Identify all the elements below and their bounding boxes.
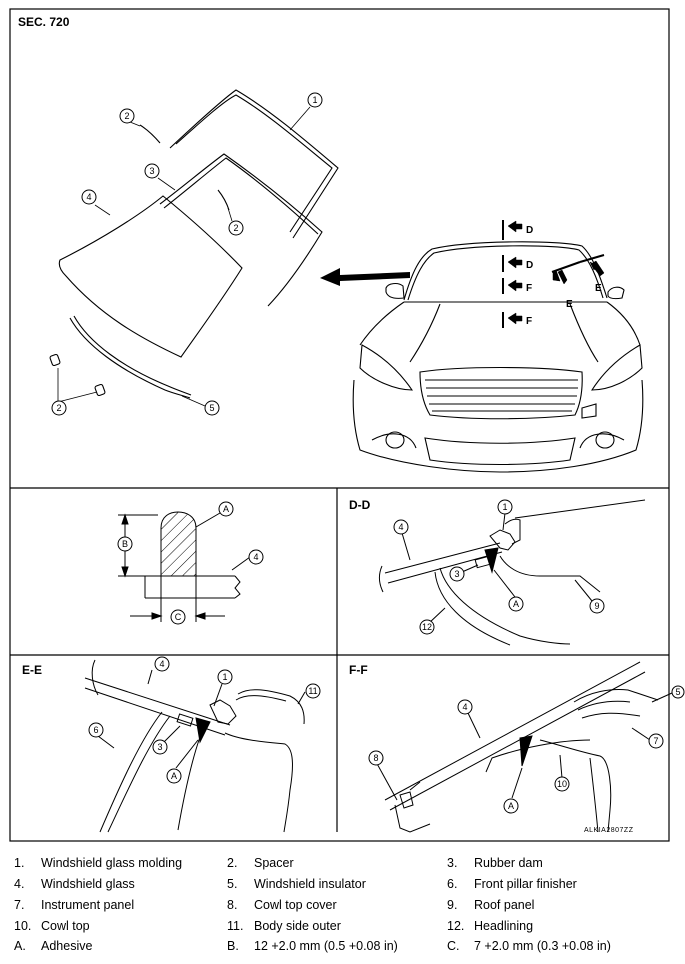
svg-text:4: 4	[159, 659, 164, 669]
svg-text:7: 7	[653, 736, 658, 746]
windshield-insulator	[69, 317, 191, 399]
panel-title-ee: E-E	[22, 663, 43, 677]
windshield-molding	[169, 89, 339, 239]
callout-circles: 1 2 3 4 2 2 5 A B 4 C 1 4 3 A 9 12 4 1 1…	[51, 92, 685, 814]
svg-text:12: 12	[422, 622, 432, 632]
svg-text:6: 6	[93, 725, 98, 735]
callout-ff-5: 5	[671, 685, 685, 699]
svg-text:11: 11	[308, 686, 317, 696]
callout-dd-3: 3	[449, 566, 465, 582]
svg-text:10: 10	[557, 779, 567, 789]
svg-text:A: A	[171, 771, 177, 781]
section-dd	[379, 499, 646, 646]
svg-text:8: 8	[373, 753, 378, 763]
callout-ff-8: 8	[368, 750, 384, 766]
callout-ee-4: 4	[154, 656, 170, 672]
svg-text:5: 5	[209, 403, 214, 413]
panel-title-dd: D-D	[349, 498, 371, 512]
view-mark-f1: F	[526, 283, 532, 294]
view-mark-e2: E	[595, 283, 602, 294]
windshield-glass	[58, 195, 243, 358]
callout-main-1: 1	[307, 92, 323, 108]
callout-ff-a: A	[503, 798, 519, 814]
direction-arrow	[320, 268, 410, 286]
svg-text:1: 1	[312, 95, 317, 105]
section-ff	[374, 661, 673, 833]
callout-main-3: 3	[144, 163, 160, 179]
svg-text:9: 9	[594, 601, 599, 611]
panel-title-ff: F-F	[349, 663, 368, 677]
svg-text:2: 2	[124, 111, 129, 121]
callout-ff-7: 7	[648, 733, 664, 749]
spacer-block	[49, 353, 61, 367]
svg-text:C: C	[175, 612, 182, 622]
svg-text:2: 2	[56, 403, 61, 413]
svg-text:3: 3	[157, 742, 162, 752]
view-mark-e1: E	[566, 299, 573, 310]
svg-text:4: 4	[253, 552, 258, 562]
svg-text:4: 4	[86, 192, 91, 202]
callout-ee-11: 11	[305, 683, 321, 699]
svg-text:A: A	[223, 504, 229, 514]
callout-dd-4: 4	[393, 519, 409, 535]
callout-a-label-4: 4	[248, 549, 264, 565]
view-mark-labels: D D F F E E	[526, 225, 602, 327]
rubber-dam	[159, 153, 323, 307]
svg-text:3: 3	[149, 166, 154, 176]
callout-ee-a: A	[166, 768, 182, 784]
callout-a-label-b: B	[117, 536, 133, 552]
figure-code: ALKIA2807ZZ	[584, 827, 634, 834]
callout-main-4: 4	[81, 189, 97, 205]
callout-main-2b: 2	[228, 220, 244, 236]
callout-ff-10: 10	[554, 776, 570, 792]
svg-text:A: A	[513, 599, 519, 609]
exploded-view	[49, 89, 339, 399]
callout-lines-main	[57, 106, 311, 407]
svg-text:1: 1	[502, 502, 507, 512]
view-mark-d1: D	[526, 225, 533, 236]
callout-ee-6: 6	[88, 722, 104, 738]
callout-dd-9: 9	[589, 598, 605, 614]
callout-main-2a: 2	[119, 108, 135, 124]
callout-ff-4: 4	[457, 699, 473, 715]
callout-main-2c: 2	[51, 400, 67, 416]
callout-main-5: 5	[204, 400, 220, 416]
svg-text:4: 4	[462, 702, 467, 712]
section-markers	[502, 220, 605, 328]
svg-text:5: 5	[675, 687, 680, 697]
view-mark-d2: D	[526, 260, 533, 271]
svg-text:1: 1	[222, 672, 227, 682]
car-front-view	[352, 241, 644, 473]
svg-text:B: B	[122, 539, 128, 549]
callout-a-label-c: C	[170, 609, 186, 625]
section-label: SEC. 720	[18, 15, 70, 29]
svg-text:A: A	[508, 801, 514, 811]
outer-frame	[9, 8, 670, 842]
svg-text:4: 4	[398, 522, 403, 532]
section-ee	[84, 659, 306, 833]
callout-dd-1: 1	[497, 499, 513, 515]
callout-dd-a: A	[508, 596, 524, 612]
callout-a-label-a: A	[218, 501, 234, 517]
callout-dd-12: 12	[419, 619, 435, 635]
svg-text:2: 2	[233, 223, 238, 233]
windshield-diagram: D D F F E E	[9, 8, 685, 842]
adhesive-detail	[118, 511, 251, 622]
svg-text:3: 3	[454, 569, 459, 579]
view-mark-f2: F	[526, 316, 532, 327]
callout-ee-1: 1	[217, 669, 233, 685]
spacer-block	[94, 383, 106, 397]
callout-ee-3: 3	[152, 739, 168, 755]
spacer-strip	[139, 124, 161, 144]
